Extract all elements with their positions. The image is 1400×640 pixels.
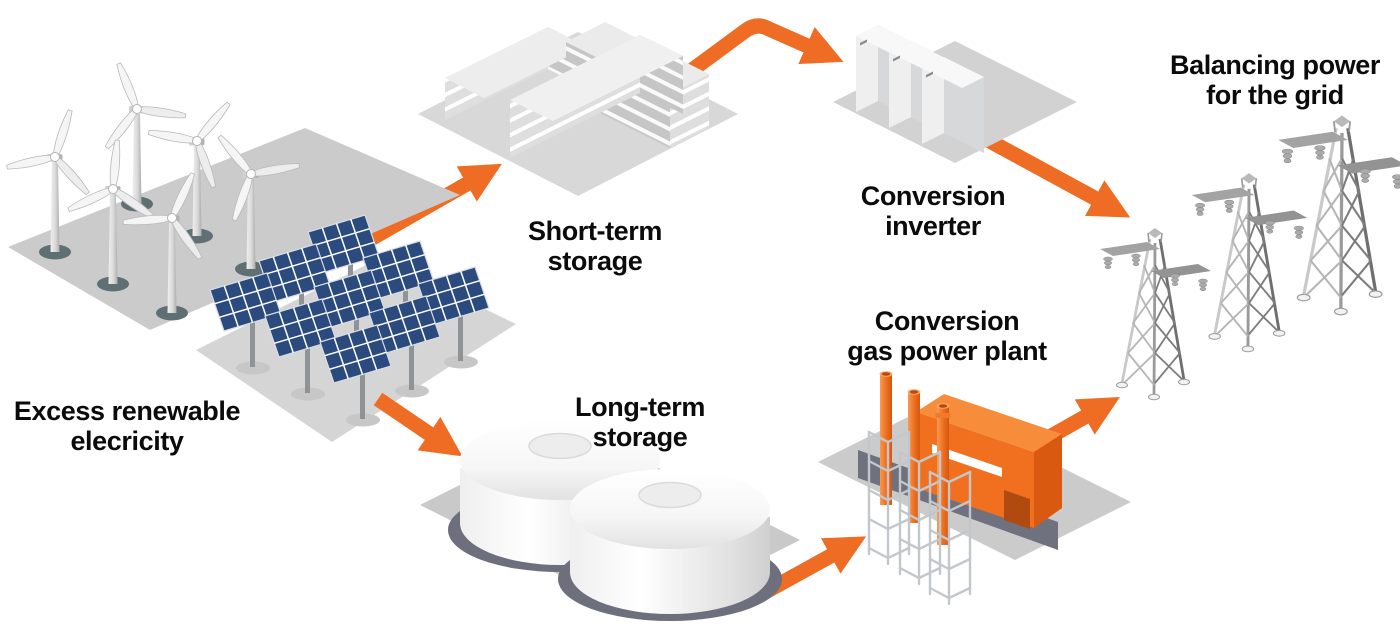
conversion-inverter-icon	[833, 25, 1077, 163]
arrow-excess-to-long-term	[373, 392, 463, 457]
scaffolding	[867, 430, 972, 606]
arrow-inverter-to-grid	[982, 132, 1131, 218]
solar-panels-icon	[196, 214, 516, 457]
long-term-storage-icon	[420, 419, 800, 622]
arrow-short-term-to-inverter	[641, 18, 844, 111]
short-term-storage-icon	[418, 22, 738, 196]
gas-power-plant-icon	[818, 371, 1131, 606]
wind-turbines-icon	[3, 46, 460, 330]
transmission-towers-icon	[1098, 113, 1400, 402]
